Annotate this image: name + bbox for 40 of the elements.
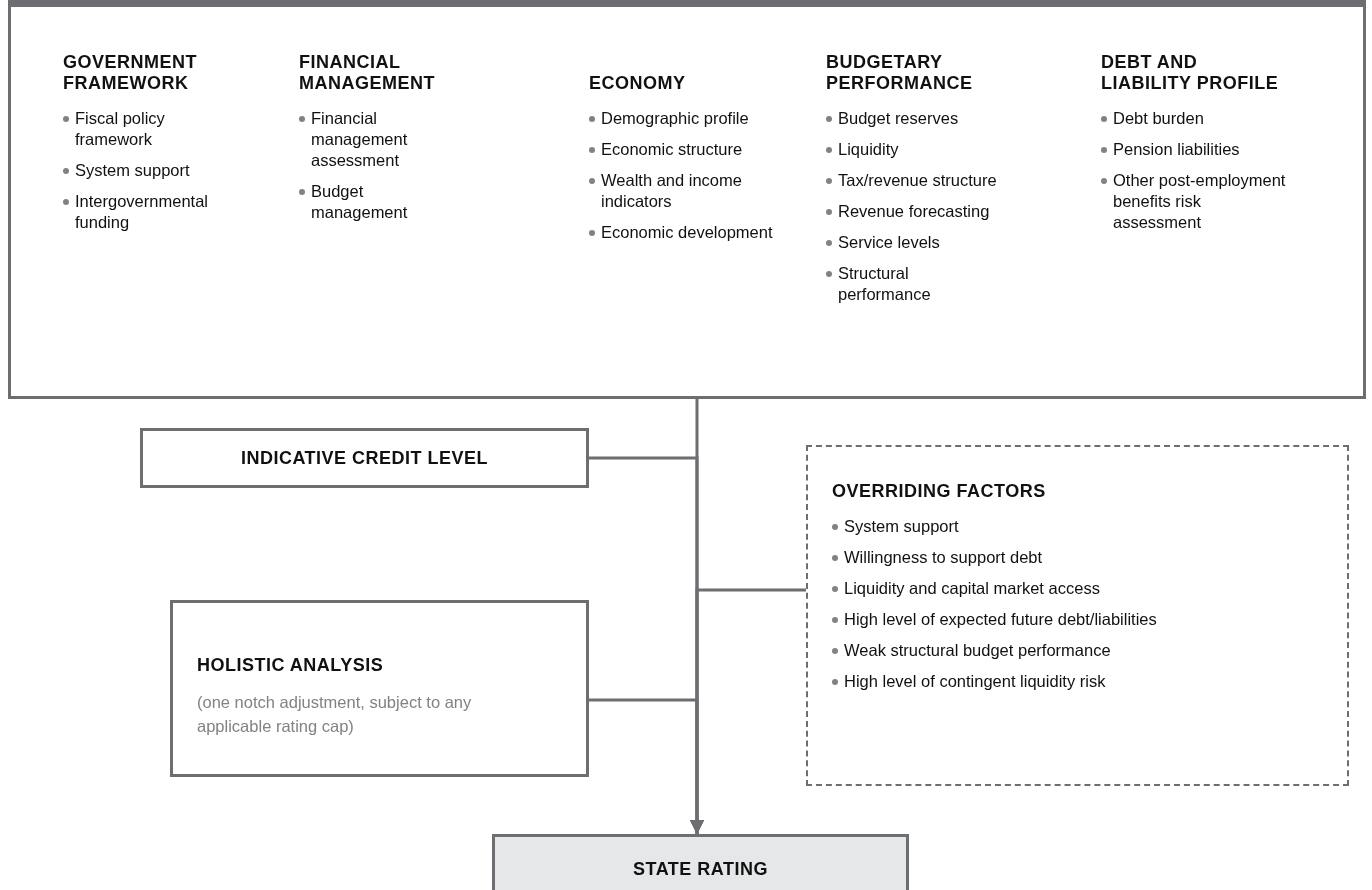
heading: INDICATIVE CREDIT LEVEL [239, 447, 490, 469]
process-box [140, 428, 589, 488]
connector-arrow [589, 698, 704, 834]
bullet-item: Intergovernmental funding [63, 191, 235, 233]
result-box [492, 834, 909, 890]
bullet-item: Other post-employment benefits risk assessment [1101, 170, 1291, 233]
bullet-item: Tax/revenue structure [826, 170, 1004, 191]
bullet-item: Service levels [826, 232, 1004, 253]
heading: FINANCIAL MANAGEMENT [299, 52, 436, 94]
heading: ECONOMY [589, 73, 687, 94]
bullet-item: Structural performance [826, 263, 1004, 305]
factors-box [806, 445, 1349, 786]
bullet-item: Willingness to support debt [832, 547, 1323, 568]
bullet-item: System support [832, 516, 1323, 537]
bullet-item: Budget management [299, 181, 459, 223]
bullet-item: Pension liabilities [1101, 139, 1291, 160]
bullet-item: Wealth and income indicators [589, 170, 774, 212]
heading: BUDGETARY PERFORMANCE [826, 52, 974, 94]
note-text: (one notch adjustment, subject to any applicable rating cap) [197, 692, 473, 737]
criteria-panel [8, 0, 1366, 399]
bullet-item: Fiscal policy framework [63, 108, 235, 150]
bullet-item: High level of expected future debt/liabilities [832, 609, 1323, 630]
bullet-item: Liquidity [826, 139, 1004, 160]
bullet-item: Financial management assessment [299, 108, 459, 171]
bullet-item: Debt burden [1101, 108, 1291, 129]
bullet-item: System support [63, 160, 235, 181]
bullet-item: Economic development [589, 222, 774, 243]
heading: OVERRIDING FACTORS [832, 481, 1047, 502]
bullet-item: Liquidity and capital market access [832, 578, 1323, 599]
bullet-item: Demographic profile [589, 108, 774, 129]
bullet-item: Revenue forecasting [826, 201, 1004, 222]
bullet-item: Weak structural budget performance [832, 640, 1323, 661]
heading: GOVERNMENT FRAMEWORK [63, 52, 198, 94]
bullet-item: High level of contingent liquidity risk [832, 671, 1323, 692]
process-box [170, 600, 589, 777]
bullet-item: Budget reserves [826, 108, 1004, 129]
bullet-item: Economic structure [589, 139, 774, 160]
heading: DEBT AND LIABILITY PROFILE [1101, 52, 1280, 94]
heading: HOLISTIC ANALYSIS [197, 655, 385, 676]
heading: STATE RATING [632, 859, 769, 880]
